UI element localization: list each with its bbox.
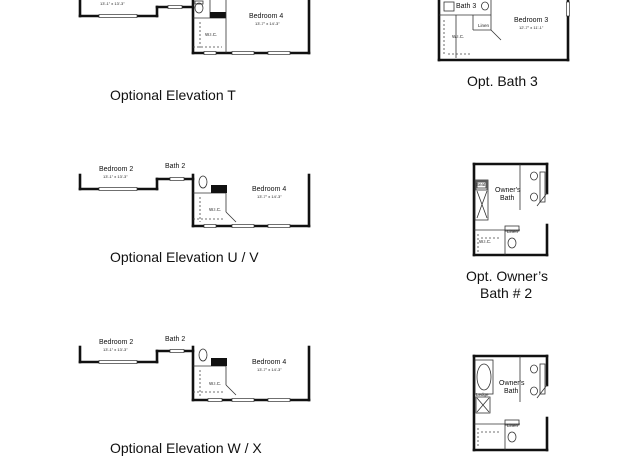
wic-label-wx: W.I.C. [209, 381, 221, 386]
bedroom2-dims-t: 13'-1" x 13'-3" [100, 1, 125, 6]
caption-owners-bath-2-line1: Opt. Owner’s [466, 268, 548, 284]
plan-elevation-uv: Bedroom 2 13'-1" x 13'-3" Bath 2 Bedroom… [78, 163, 311, 228]
bedroom2-label-uv: Bedroom 2 [99, 166, 133, 173]
bath3-label: Bath 3 [456, 3, 476, 10]
owners-bath-label-1-b2: Owner's [495, 187, 521, 194]
caption-elevation-wx: Optional Elevation W / X [110, 440, 262, 456]
caption-owners-bath-2-line2: Bath # 2 [480, 285, 533, 301]
owners-bath-label-2-b2: Bath [500, 195, 515, 202]
wic-label-uv: W.I.C. [209, 207, 221, 212]
wic-label-b2: W.I.C. [479, 239, 491, 244]
bedroom2-label-wx: Bedroom 2 [99, 339, 133, 346]
wic-label-t: W.I.C. [205, 32, 217, 37]
bedroom3-dims: 12'-7" x 11'-1" [519, 25, 544, 30]
caption-elevation-uv: Optional Elevation U / V [110, 249, 259, 265]
caption-opt-bath-3: Opt. Bath 3 [467, 73, 538, 89]
bedroom4-dims-t: 13'-7" x 14'-3" [255, 21, 280, 26]
bedroom4-dims-uv: 13'-7" x 14'-3" [257, 194, 282, 199]
owners-bath-label-1-bottom: Owner's [499, 380, 525, 387]
linen-label-b3: Linen [478, 23, 490, 28]
linen-label-bottom: Linen [507, 423, 519, 428]
bedroom3-label: Bedroom 3 [514, 17, 548, 24]
bedroom2-dims-wx: 13'-1" x 13'-3" [103, 347, 128, 352]
ledge-label: Ledge [476, 392, 489, 397]
plan-elevation-t: 13'-1" x 13'-3" Bedroom 4 13'-7" x 14'-3… [78, 0, 311, 55]
plan-opt-owners-bath-2: Seat Owner's Bath Linen W.I.C. [472, 162, 549, 257]
plan-owners-bath-bottom: Ledge Owner's Bath Linen [472, 354, 549, 452]
linen-label-b2: Linen [507, 229, 519, 234]
bath2-label-uv: Bath 2 [165, 163, 185, 170]
owners-bath-label-2-bottom: Bath [504, 388, 519, 395]
plan-opt-bath-3: Bath 3 Linen W.I.C. Bedroom 3 12'-7" x 1… [437, 0, 570, 62]
bedroom4-dims-wx: 13'-7" x 14'-3" [257, 367, 282, 372]
bedroom4-label-t: Bedroom 4 [249, 13, 283, 20]
plan-elevation-wx: Bedroom 2 13'-1" x 13'-3" Bath 2 Bedroom… [78, 336, 311, 402]
bedroom4-label-uv: Bedroom 4 [252, 186, 286, 193]
seat-label: Seat [476, 182, 486, 187]
bedroom4-label-wx: Bedroom 4 [252, 359, 286, 366]
wic-label-b3: W.I.C. [452, 34, 464, 39]
caption-elevation-t: Optional Elevation T [110, 87, 236, 103]
bath2-label-wx: Bath 2 [165, 336, 185, 343]
bedroom2-dims-uv: 13'-1" x 13'-3" [103, 174, 128, 179]
